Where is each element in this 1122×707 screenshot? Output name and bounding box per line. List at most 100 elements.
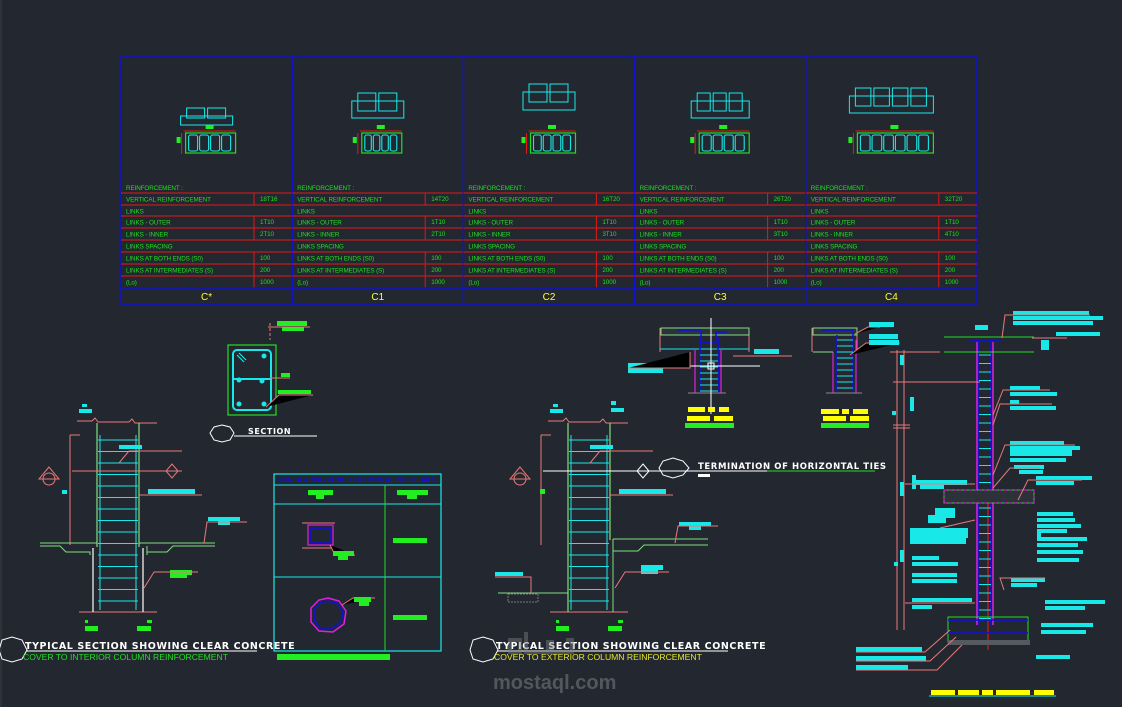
annotation-block	[1014, 465, 1044, 469]
label-block	[869, 340, 899, 345]
schedule-header: REINFORCEMENT :	[297, 185, 354, 192]
schedule-row-label: LINKS - INNER	[811, 232, 854, 239]
circular-column-ties	[313, 600, 344, 629]
annotation-block	[910, 538, 966, 544]
schedule-value: 3T10	[774, 231, 789, 238]
annotation-block	[900, 482, 904, 496]
label-block	[393, 615, 427, 620]
termination-title: TERMINATION OF HORIZONTAL TIES	[698, 462, 887, 472]
annotation-block	[1037, 558, 1079, 562]
column-name: C2	[543, 292, 556, 303]
schedule-row-label: LINKS AT INTERMEDIATES (S)	[126, 268, 213, 275]
schedule-row-label: LINKS AT BOTH ENDS (S0)	[640, 256, 717, 263]
schedule-row-label: LINKS AT BOTH ENDS (S0)	[811, 256, 888, 263]
column-plan-outline	[522, 91, 576, 111]
column-plan-tie	[910, 87, 927, 107]
schedule-row-label: LINKS	[297, 209, 315, 216]
schedule-value: 1000	[945, 279, 959, 286]
column-section-box	[529, 132, 577, 154]
label-block	[338, 556, 348, 560]
label-block	[495, 572, 523, 576]
dimension-label-block	[719, 125, 728, 129]
column-plan-tie	[207, 107, 227, 119]
non-bearing-detail-table: NON BEARING CONC. COLUMNS REINF. DETAILS	[273, 473, 442, 660]
dimension-label-block	[376, 125, 385, 129]
column-plan-tie	[528, 83, 548, 103]
schedule-value: 16T20	[602, 196, 620, 203]
detail-table-title: NON BEARING CONC. COLUMNS REINF. DETAILS	[278, 477, 436, 484]
column-section-tie	[906, 134, 918, 152]
label-block	[821, 423, 869, 428]
schedule-header: REINFORCEMENT :	[640, 185, 697, 192]
section-title: SECTION	[248, 427, 291, 436]
schedule-value: 200	[602, 267, 613, 274]
annotation-block	[912, 598, 972, 602]
schedule-row-label: LINKS SPACING	[468, 244, 515, 251]
annotation-block	[1036, 481, 1074, 485]
annotation-block	[1037, 518, 1075, 522]
rebar-dot	[261, 401, 267, 407]
schedule-row-label: LINKS SPACING	[126, 244, 173, 251]
annotation-block	[1011, 583, 1037, 587]
schedule-row-label: LINKS SPACING	[297, 244, 344, 251]
label-block	[148, 489, 195, 494]
label-block	[407, 495, 417, 499]
label-block	[282, 327, 304, 331]
detail-table-frame	[273, 473, 442, 652]
annotation-block	[856, 647, 922, 652]
slab-outline	[613, 538, 708, 552]
annotation-block	[928, 515, 946, 523]
break-line	[77, 417, 157, 424]
watermark-logo-icon	[508, 632, 574, 654]
label-block	[590, 445, 613, 449]
schedule-value: 1000	[602, 279, 616, 286]
dimension-line	[69, 434, 80, 545]
scale-block	[958, 690, 979, 695]
label-block	[540, 489, 545, 494]
annotation-block	[856, 665, 908, 670]
column-section-tie	[918, 134, 929, 152]
leader	[143, 571, 198, 589]
column-section-box	[185, 132, 237, 154]
column-section-tie	[542, 134, 552, 152]
schedule-value: 100	[602, 255, 613, 262]
column-plan-outline	[180, 115, 234, 126]
column-section-tie	[364, 134, 372, 152]
schedule-row-label: (Lo)	[811, 280, 822, 287]
schedule-row-label: LINKS	[126, 209, 144, 216]
annotation-block	[1010, 400, 1019, 404]
leader	[674, 525, 718, 544]
section-title: TYPICAL SECTION SHOWING CLEAR CONCRETE	[496, 641, 766, 652]
label-block	[719, 407, 729, 412]
column-plan-tie	[891, 87, 909, 107]
section-arrow-icon	[636, 463, 650, 479]
label-block	[119, 445, 142, 449]
label-block	[619, 489, 666, 494]
label-block	[853, 409, 868, 414]
slab-section-hatch	[943, 489, 1035, 504]
column-section-tie	[188, 134, 199, 152]
annotation-leader	[992, 444, 1075, 476]
label-block	[147, 620, 152, 623]
dimension-label-block	[848, 137, 853, 143]
scale-block	[698, 474, 710, 477]
label-block	[308, 490, 333, 495]
column-section-tie	[894, 134, 906, 152]
annotation-block	[1019, 470, 1043, 474]
schedule-value: 14T20	[431, 196, 449, 203]
column-section-box	[698, 132, 750, 154]
annotation-block	[920, 485, 944, 489]
annotation-block	[856, 656, 926, 661]
label-block	[85, 620, 88, 623]
schedule-value: 4T10	[945, 231, 960, 238]
detail-marker-icon	[0, 636, 28, 663]
schedule-row-label: LINKS AT BOTH ENDS (S0)	[126, 256, 203, 263]
label-block	[393, 538, 427, 543]
annotation-block	[1037, 550, 1083, 554]
schedule-value: 1T10	[431, 219, 446, 226]
column-section-tie	[562, 134, 572, 152]
annotation-leader	[939, 519, 976, 529]
